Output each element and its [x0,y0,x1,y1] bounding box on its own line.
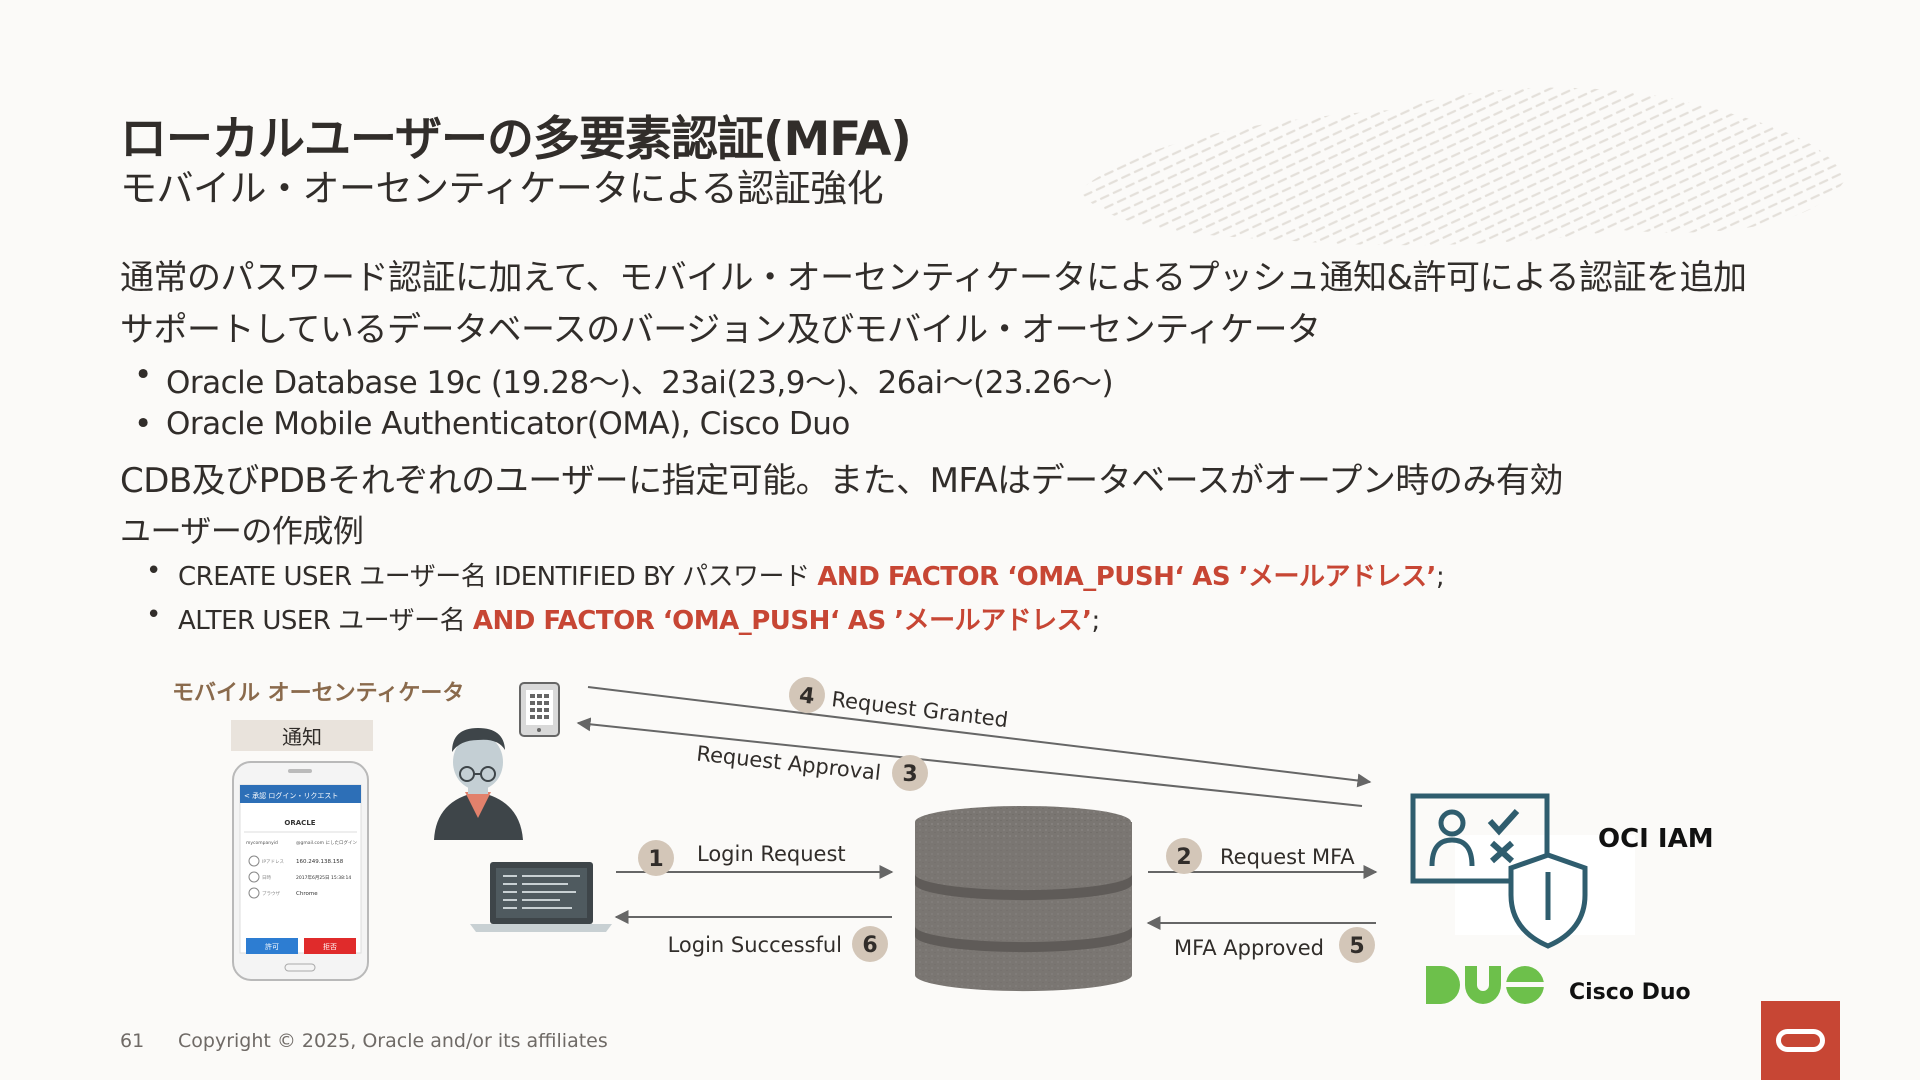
step-6-label: Login Successful [668,933,842,957]
code-alter-end: ; [1091,606,1101,636]
phone-user-value: @gmail.com にしたログイン [296,839,357,846]
arrow-request-approval [576,717,1363,807]
phone-deny-label: 拒否 [323,942,337,951]
phone-header: < 承認 ログイン・リクエスト [244,791,338,800]
phone-row1-value: 160.249.138.158 [296,859,344,865]
database-icon [915,806,1132,992]
phone-approve-button[interactable] [246,938,298,954]
step-6-num: 6 [862,933,877,958]
step-2-num: 2 [1176,845,1191,870]
code-create-plain: CREATE USER ユーザー名 IDENTIFIED BY パスワード [178,562,818,592]
bullet-db-versions: Oracle Database 19c (19.28～)、23ai(23,9～)… [134,357,1114,402]
step-1: 1 Login Request [638,840,846,876]
tablet-icon [519,682,560,737]
body-line-1: 通常のパスワード認証に加えて、モバイル・オーセンティケータによるプッシュ通知&許… [120,258,1747,298]
step-2: 2 Request MFA [1166,838,1355,874]
phone-mockup: < 承認 ログイン・リクエスト ORACLE mycompanyid @gmai… [232,761,369,981]
slide-title: ローカルユーザーの多要素認証(MFA) [120,112,912,167]
code-alter-plain: ALTER USER ユーザー名 [178,606,473,636]
oracle-logo-icon [1761,1001,1840,1080]
step-1-num: 1 [648,847,663,872]
body-line-3: CDB及びPDBそれぞれのユーザーに指定可能。また、MFAはデータベースがオープ… [120,461,1563,501]
phone-approve-label: 許可 [265,942,279,951]
mfa-flow-diagram: モバイル オーセンティケータ 通知 < 承認 ログイン・リクエスト ORACLE… [172,677,1714,1005]
arrow-request-granted [587,686,1372,788]
bullet-authenticators: Oracle Mobile Authenticator(OMA), Cisco … [134,406,850,442]
background-pattern [1080,87,1845,246]
step-6: 6 Login Successful [668,926,888,962]
phone-deny-button[interactable] [304,938,356,954]
user-avatar-icon [434,728,523,840]
phone-row3-label: ブラウザ [262,890,280,897]
body-line-2: サポートしているデータベースのバージョン及びモバイル・オーセンティケータ [120,310,1321,350]
code-create-factor: AND FACTOR ‘OMA_PUSH‘ AS ’メールアドレス’ [817,562,1436,592]
step-4-num: 4 [798,683,816,710]
notification-box [231,720,373,751]
duo-logo-icon [1426,966,1544,1004]
code-alter-factor: AND FACTOR ‘OMA_PUSH‘ AS ’メールアドレス’ [472,606,1092,636]
step-4: 4 Request Granted [789,677,1009,732]
step-5-label: MFA Approved [1174,936,1324,960]
phone-row1-label: IPアドレス [262,859,285,865]
phone-row3-value: Chrome [296,891,318,897]
copyright: Copyright © 2025, Oracle and/or its affi… [178,1030,608,1052]
step-1-label: Login Request [697,842,846,866]
step-3-label: Request Approval [695,741,882,785]
oci-iam-shield-icon [1410,793,1635,949]
step-3-num: 3 [902,762,917,787]
phone-row2-value: 2017年6月25日 15:38:14 [296,874,351,881]
code-create-end: ; [1435,562,1445,592]
phone-user-label: mycompanyid [246,840,278,846]
step-3: 3 Request Approval [695,741,928,791]
oci-iam-label: OCI IAM [1598,824,1714,854]
step-5: 5 MFA Approved [1174,927,1375,963]
step-5-num: 5 [1349,934,1364,959]
slide-subtitle: モバイル・オーセンティケータによる認証強化 [120,167,884,210]
page-number: 61 [120,1030,145,1052]
phone-row2-label: 日時 [262,875,271,881]
code-example-alter: ALTER USER ユーザー名 AND FACTOR ‘OMA_PUSH‘ A… [146,600,1101,637]
code-example-create: CREATE USER ユーザー名 IDENTIFIED BY パスワード AN… [146,556,1445,593]
body-line-4: ユーザーの作成例 [120,514,364,550]
step-2-label: Request MFA [1220,845,1355,869]
authenticator-label: モバイル オーセンティケータ [172,681,464,706]
step-4-label: Request Granted [830,687,1009,732]
laptop-icon [470,862,612,932]
phone-brand: ORACLE [284,819,315,827]
notification-label: 通知 [282,725,322,749]
cisco-duo-label: Cisco Duo [1569,980,1691,1005]
